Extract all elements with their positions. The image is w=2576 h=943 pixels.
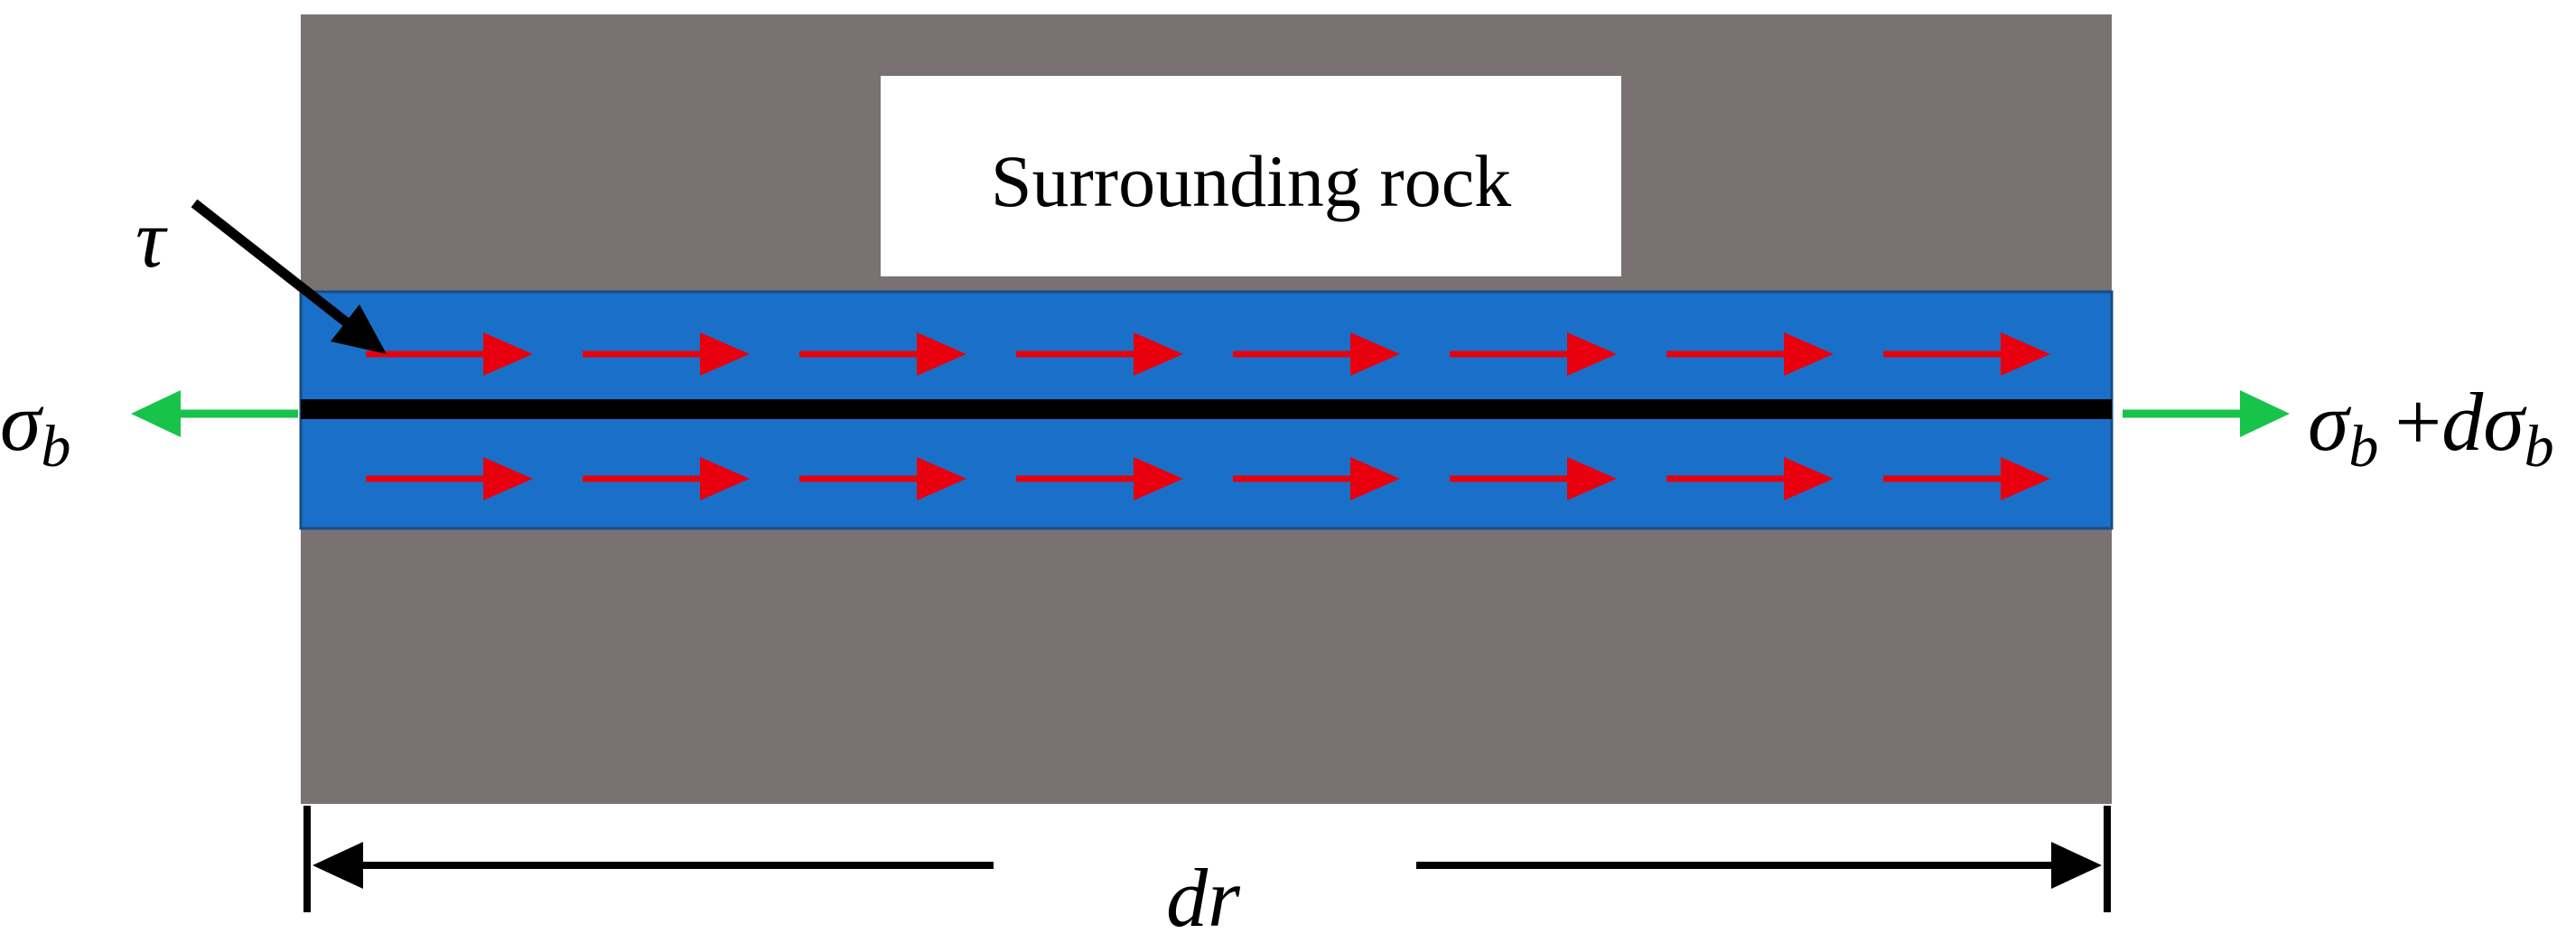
shear-stress-arrow — [366, 332, 533, 376]
shear-stress-arrow — [1883, 457, 2050, 500]
sigma-b-label-left: σb — [0, 376, 70, 480]
shear-stress-arrow — [1016, 332, 1183, 376]
shear-stress-arrow — [1450, 457, 1617, 500]
shear-stress-arrow — [1233, 457, 1400, 500]
dr-label: dr — [1166, 852, 1241, 943]
sigma-b-plus-d-sigma-b-label: σb+dσb — [2308, 376, 2554, 480]
shear-stress-arrow — [583, 332, 750, 376]
shear-stress-arrow — [1666, 332, 1834, 376]
shear-stress-arrow — [799, 457, 966, 500]
shear-stress-arrow — [799, 332, 966, 376]
shear-stress-arrow — [1233, 332, 1400, 376]
shear-stress-arrow — [1666, 457, 1834, 500]
shear-stress-arrow — [1883, 332, 2050, 376]
left-stress-arrow — [131, 390, 298, 437]
tau-label: τ — [135, 192, 168, 285]
shear-stress-arrows — [366, 332, 2050, 500]
shear-stress-arrow — [1450, 332, 1617, 376]
dimension-line — [303, 806, 2111, 912]
right-stress-arrow — [2123, 390, 2290, 437]
tau-pointer-arrow — [191, 199, 387, 354]
shear-stress-arrow — [366, 457, 533, 500]
shear-stress-arrow — [583, 457, 750, 500]
bolt-rod — [301, 399, 2112, 419]
surrounding-rock-label: Surrounding rock — [991, 140, 1511, 222]
shear-stress-arrow — [1016, 457, 1183, 500]
surrounding-rock-label-box — [881, 76, 1621, 276]
